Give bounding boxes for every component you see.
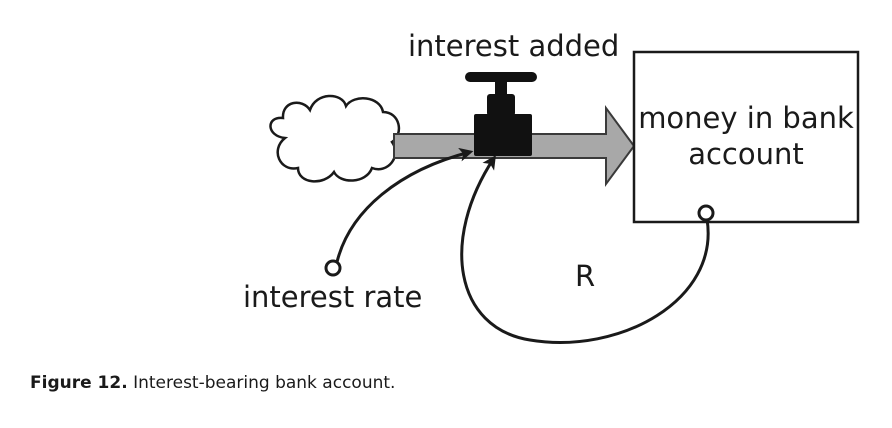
source-cloud-icon	[269, 94, 401, 183]
caption-text: Interest-bearing bank account.	[133, 373, 396, 393]
stock-flow-diagram	[269, 50, 860, 344]
loop-polarity-label: R	[575, 259, 596, 293]
stock-label: money in bank account	[638, 101, 854, 171]
feedback-loop-arrow	[460, 155, 710, 344]
interest-rate-node	[324, 259, 342, 277]
figure-caption: Figure 12. Interest-bearing bank account…	[30, 373, 395, 393]
valve-icon	[465, 72, 537, 156]
rate-connector-arrow	[335, 147, 474, 263]
figure-number: Figure 12.	[30, 373, 128, 393]
stock-box	[632, 50, 860, 224]
interest-rate-label: interest rate	[243, 280, 423, 314]
stock-outflow-node	[697, 204, 715, 222]
flow-label: interest added	[408, 29, 620, 63]
